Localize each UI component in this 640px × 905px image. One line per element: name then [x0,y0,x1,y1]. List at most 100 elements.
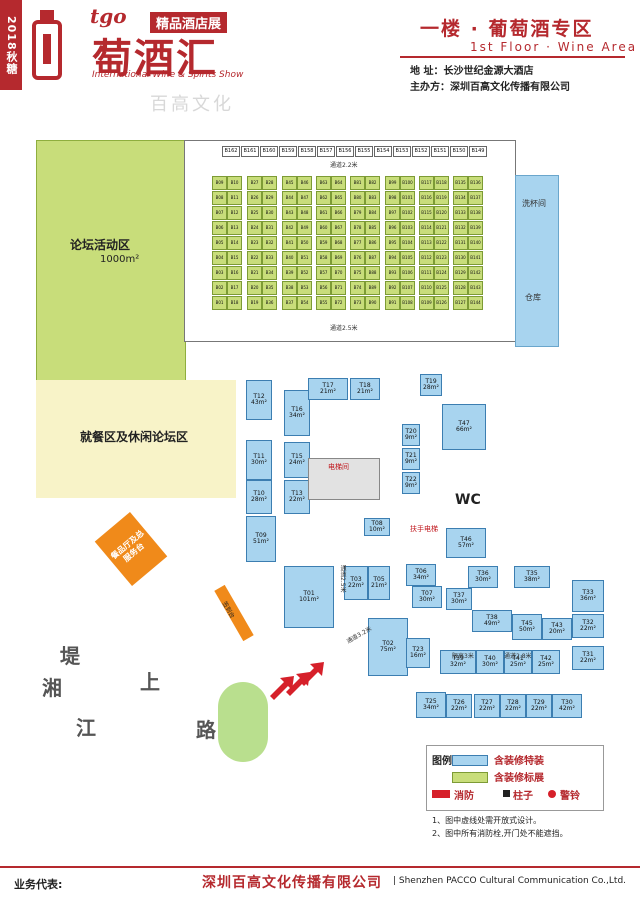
title-divider [400,56,625,58]
booth-top: B157 [317,146,335,157]
booth-area: 28m² [423,384,439,391]
booth-id: T11 [253,452,265,460]
booth-standard: B13 [227,221,242,235]
booth-area: 43m² [251,399,267,406]
booth-area: 28m² [251,496,267,503]
booth-standard: B135 [453,176,468,190]
elevator-hall [308,458,380,500]
booth-area: 34m² [423,704,439,711]
corridor-mid: 通道2.5米 [330,325,358,332]
booth-area: 34m² [413,574,429,581]
booth-id: T36 [477,569,489,577]
booth-area: 22m² [505,705,521,712]
booth-standard: B43 [282,206,297,220]
booth-standard: B34 [262,266,277,280]
booth-standard: B144 [468,296,483,310]
road-char-5: 路 [196,718,216,742]
booth-standard: B95 [385,236,400,250]
booth-id: T10 [253,489,265,497]
corridor-bottom-1: 通道2.8米 [504,653,532,660]
booth-id: T01 [303,589,315,597]
booth-area: 66m² [456,426,472,433]
corridor-bottom-2: 限高3米 [452,653,474,660]
booth-standard: B36 [262,296,277,310]
booth-standard: B75 [350,266,365,280]
footer-rep: 业务代表: [14,878,63,891]
booth-standard: B141 [468,251,483,265]
booth-standard: B134 [453,191,468,205]
booth-standard: B57 [316,266,331,280]
note-1: 1、图中虚线处需开放式设计。 [432,816,542,825]
legend-blue-swatch [452,755,488,766]
booth-standard: B17 [227,281,242,295]
booth-standard: B15 [227,251,242,265]
booth-area: 22m² [289,496,305,503]
booth-id: T43 [551,621,563,629]
booth-standard: B01 [212,296,227,310]
page-title: 一楼 · 葡萄酒专区 [420,18,594,40]
booth-id: T17 [322,381,334,389]
booth-id: T08 [371,519,383,527]
booth-standard: B72 [331,296,346,310]
booth-id: T39 [452,654,464,662]
booth-area: 30m² [482,661,498,668]
booth-area: 42m² [559,705,575,712]
booth-top: B155 [355,146,373,157]
booth-standard: B139 [468,221,483,235]
booth-standard: B30 [262,206,277,220]
booth-standard: B86 [365,236,380,250]
booth-standard: B53 [297,281,312,295]
organizer: 主办方：深圳百高文化传播有限公司 [410,82,570,93]
booth-area: 9m² [404,458,418,465]
booth-standard: B54 [297,296,312,310]
booth-standard: B143 [468,281,483,295]
booth-standard: B83 [365,191,380,205]
booth-standard: B102 [400,206,415,220]
elevator-label: 电梯间 [328,463,349,471]
booth-area: 10m² [369,526,385,533]
booth-standard: B74 [350,281,365,295]
wc-label: WC [455,492,481,508]
legend-title: 图例: [432,756,456,767]
booth-standard: B140 [468,236,483,250]
booth-id: T29 [533,698,545,706]
legend-fire-label: 消防 [454,791,474,802]
booth-standard: B108 [400,296,415,310]
booth-standard: B38 [282,281,297,295]
booth-standard: B76 [350,251,365,265]
wash-room: 洗杯间 [522,199,546,208]
booth-standard: B117 [419,176,434,190]
booth-id: T38 [486,613,498,621]
booth-standard: B133 [453,206,468,220]
booth-top: B156 [336,146,354,157]
booth-top: B151 [431,146,449,157]
booth-standard: B132 [453,221,468,235]
booth-standard: B62 [316,191,331,205]
booth-id: T12 [253,392,265,400]
watermark: 百高文化 [150,94,234,115]
booth-id: T16 [291,405,303,413]
logo-tgo: tgo [90,4,127,28]
booth-standard: B45 [282,176,297,190]
booth-standard: B93 [385,266,400,280]
forum-zone [36,140,186,382]
booth-area: 57m² [458,542,474,549]
booth-standard: B89 [365,281,380,295]
booth-area: 49m² [484,620,500,627]
booth-standard: B49 [297,221,312,235]
booth-standard: B128 [453,281,468,295]
booth-standard: B115 [419,206,434,220]
booth-top: B158 [298,146,316,157]
booth-area: 21m² [357,388,373,395]
